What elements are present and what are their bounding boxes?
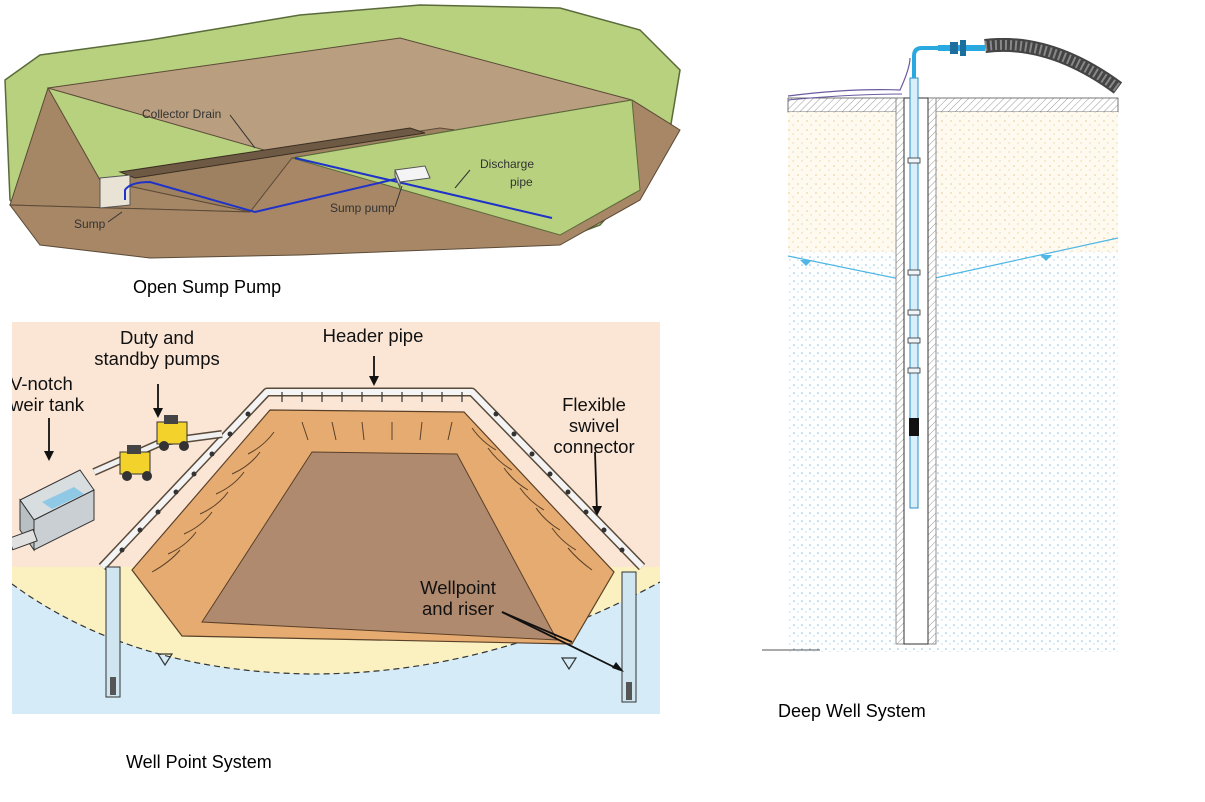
sump-label: Sump (74, 217, 106, 231)
open-sump-illustration: Collector Drain Sump Sump pump Discharge… (4, 4, 681, 259)
wellpoint-riser-right (621, 571, 637, 703)
well-point-diagram: Duty and standby pumps Header pipe V-not… (12, 322, 660, 714)
flexible-label-line3: connector (553, 436, 634, 457)
valve (950, 42, 958, 54)
header-pipe-label: Header pipe (323, 325, 424, 346)
vnotch-label-line1: V-notch (12, 373, 73, 394)
discharge-pipe (294, 157, 553, 219)
weir-tank (12, 469, 95, 552)
submersible-pump (909, 418, 919, 436)
vnotch-label-line2: weir tank (12, 394, 85, 415)
sump-pump-label: Sump pump (330, 201, 395, 215)
sump-pipe (124, 177, 401, 214)
wellpoint-riser-left (105, 566, 121, 698)
open-sump-caption: Open Sump Pump (133, 277, 282, 297)
riser-pipe (909, 77, 919, 509)
open-sump-diagram: Collector Drain Sump Sump pump Discharge… (0, 0, 690, 275)
excavation-floor (201, 451, 558, 641)
discharge-label-line1: Discharge (480, 157, 534, 171)
ground-surface (787, 97, 1119, 113)
duty-standby-label-line1: Duty and (120, 327, 194, 348)
sand-layer (788, 112, 1118, 252)
deep-well-diagram (760, 38, 1125, 658)
sump-pump (394, 165, 431, 189)
well-point-caption: Well Point System (126, 752, 272, 772)
wellhead-pipe (912, 46, 938, 78)
well-point-illustration: Duty and standby pumps Header pipe V-not… (12, 322, 660, 714)
deep-well-caption: Deep Well System (778, 701, 926, 721)
wellpoint-label-line2: and riser (422, 598, 494, 619)
sump-box (99, 174, 131, 209)
standby-pump (119, 445, 152, 481)
wellpoint-label-line1: Wellpoint (420, 577, 496, 598)
deep-well-illustration (762, 38, 1123, 652)
duty-pump (156, 415, 189, 451)
collector-drain-label: Collector Drain (142, 107, 221, 121)
flexible-label-line1: Flexible (562, 394, 626, 415)
duty-standby-label-line2: standby pumps (94, 348, 219, 369)
water-layer (788, 252, 1118, 652)
discharge-label-line2: pipe (510, 175, 533, 189)
groundwater-layer (12, 582, 660, 714)
flexible-label-line2: swivel (569, 415, 619, 436)
